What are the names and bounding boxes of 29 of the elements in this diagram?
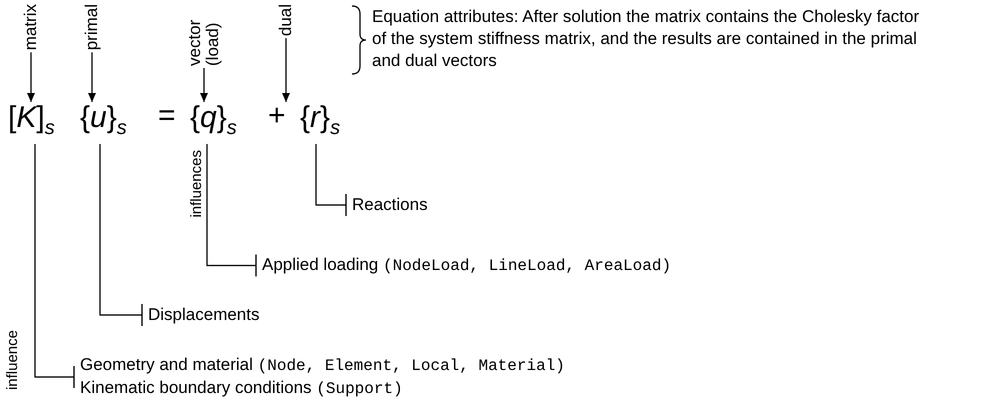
vector-term: {u}$_{s}$ — [80, 100, 127, 146]
arrow — [88, 52, 96, 102]
description-text: Reactions — [352, 195, 428, 214]
class-list-text: (NodeLoad, LineLoad, AreaLoad) — [383, 257, 672, 275]
vector-term: {r}$_{s}$ — [300, 100, 340, 146]
arrow — [200, 68, 208, 102]
leader-line — [34, 144, 75, 389]
class-list-text: (Support) — [316, 380, 403, 398]
description-text: Displacements — [148, 305, 260, 324]
description-text: Geometry and material — [80, 355, 253, 374]
note-text: Equation attributes: After solution the matrix contains the Cholesky factor of the system stiffness matrix, and the results are contained in the primal and dual vectors — [372, 6, 932, 72]
description-text: Applied loading — [262, 255, 378, 274]
equals-sign: = — [158, 98, 176, 134]
edge-label: influence — [5, 330, 20, 390]
leader-line — [99, 144, 143, 327]
attribute-label: matrix — [22, 4, 40, 50]
edge-label: influences — [189, 150, 204, 218]
attribute-label: dual — [277, 4, 295, 36]
class-list-text: (Node, Element, Local, Material) — [258, 357, 565, 375]
plus-sign: + — [268, 98, 286, 134]
attribute-label: vector (load) — [186, 4, 222, 66]
leader-line — [315, 144, 347, 217]
arrow — [27, 52, 35, 102]
description-text: Kinematic boundary conditions — [80, 378, 312, 397]
matrix-term: [K]$_{s}$ — [8, 100, 55, 146]
attribute-label: primal — [83, 4, 101, 50]
arrow — [282, 38, 290, 102]
vector-term: {q}$_{s}$ — [190, 100, 237, 146]
leader-line — [206, 144, 257, 278]
